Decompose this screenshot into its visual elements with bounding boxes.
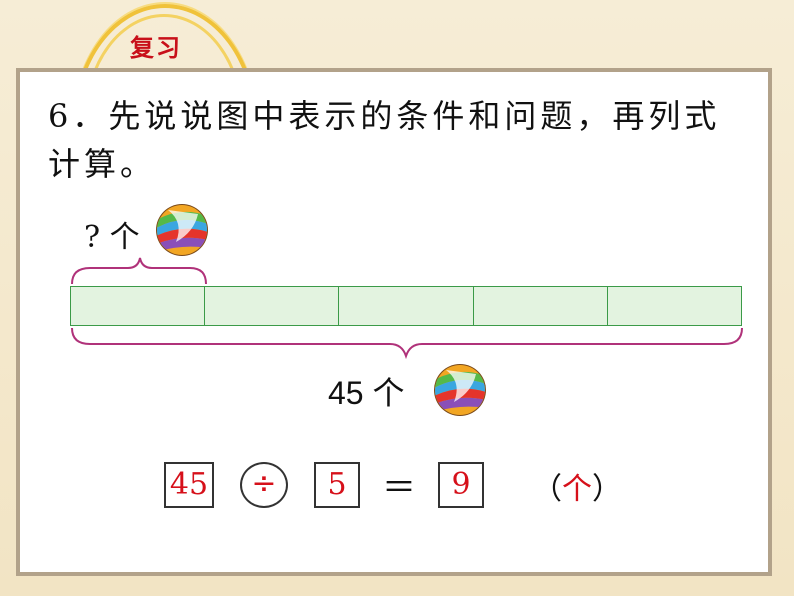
unit-open-paren: （ <box>532 472 562 507</box>
result-box: 9 <box>438 462 484 508</box>
question-number: 6． <box>48 97 109 135</box>
question-text: 6．先说说图中表示的条件和问题，再列式计算。 <box>48 92 748 188</box>
divisor-box: 5 <box>314 462 360 508</box>
equals-sign: ＝ <box>382 468 416 508</box>
unknown-label: ? 个 <box>84 220 140 255</box>
marble-icon <box>434 364 486 416</box>
brace-lines <box>71 257 743 360</box>
unit-close-paren: ） <box>592 472 622 507</box>
total-label: 45 个 <box>328 375 405 411</box>
bar-segment <box>607 286 743 326</box>
section-tab-label: 复习 <box>130 34 182 62</box>
dividend-box: 45 <box>164 462 214 508</box>
bottom-brace <box>71 327 743 360</box>
slide-panel: 6．先说说图中表示的条件和问题，再列式计算。 ? 个 45 个 <box>16 68 772 576</box>
operator-circle: ÷ <box>240 462 288 508</box>
unit-text: 个 <box>562 472 592 507</box>
segment-bar <box>70 286 743 326</box>
unit-label: （个） <box>532 464 622 508</box>
top-brace <box>71 257 207 285</box>
marble-icon <box>156 204 208 256</box>
bar-segment <box>473 286 608 326</box>
bar-segment <box>70 286 206 326</box>
question-body: 先说说图中表示的条件和问题，再列式计算。 <box>48 97 721 183</box>
bar-segment <box>205 286 340 326</box>
bar-segment <box>339 286 474 326</box>
